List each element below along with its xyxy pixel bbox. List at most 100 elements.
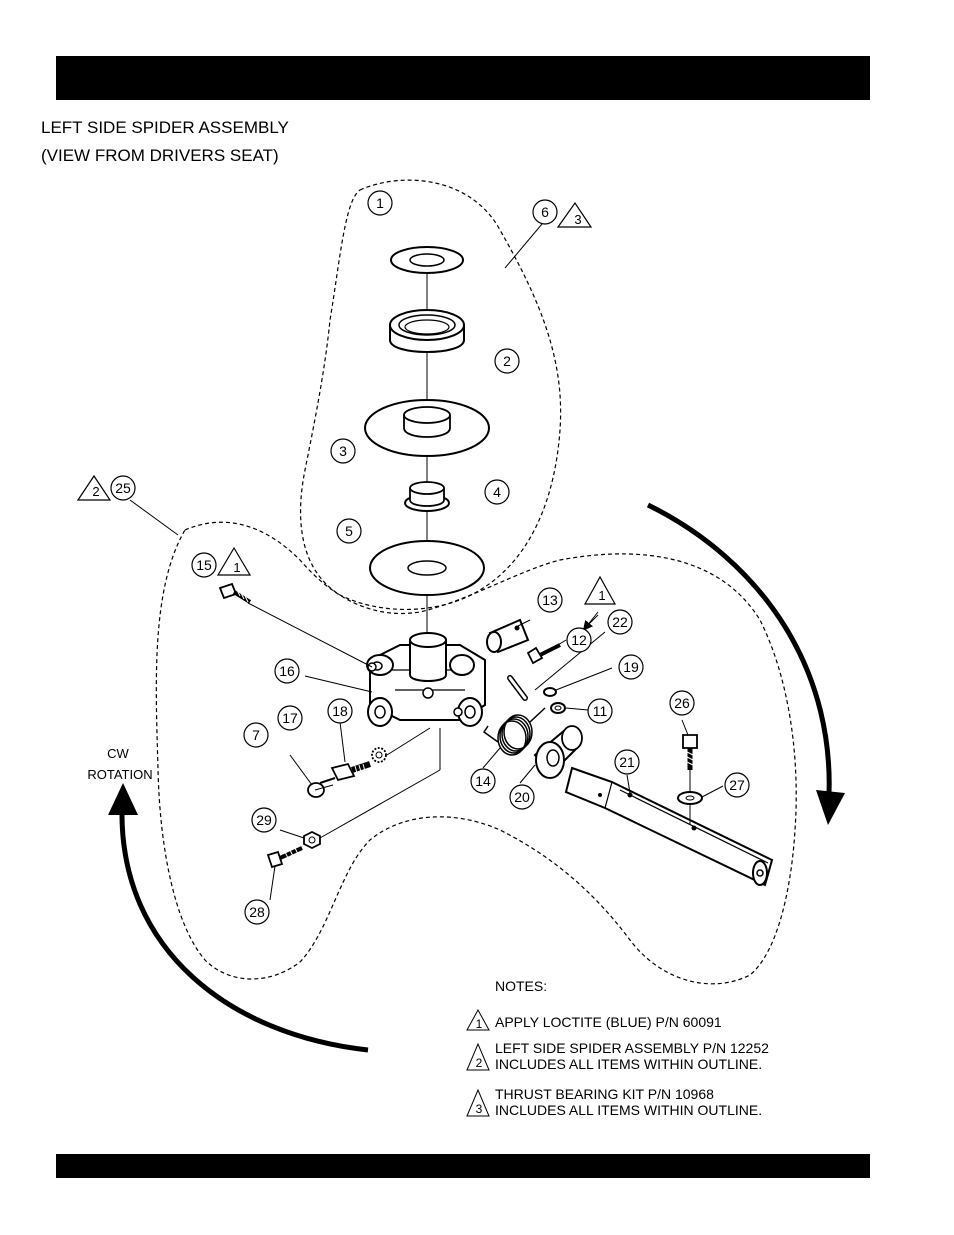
leader-lines	[247, 602, 724, 901]
svg-text:29: 29	[256, 812, 272, 828]
callout-12: 12	[566, 627, 592, 653]
callout-17: 17	[277, 705, 303, 731]
svg-text:22: 22	[612, 614, 628, 630]
callout-6: 6	[532, 199, 558, 225]
note-2-triangle: 2	[466, 1042, 490, 1071]
callout-21: 21	[614, 749, 640, 775]
svg-text:16: 16	[279, 663, 295, 679]
svg-text:27: 27	[729, 777, 745, 793]
part-29-nut	[303, 830, 321, 850]
callout-4: 4	[484, 479, 510, 505]
part-3-flanged-plate	[364, 399, 490, 457]
callout-25: 25	[110, 475, 136, 501]
callout-20: 20	[509, 784, 535, 810]
svg-text:17: 17	[282, 710, 298, 726]
note-3-text: THRUST BEARING KIT P/N 10968 INCLUDES AL…	[495, 1086, 762, 1118]
part-21-shaft	[564, 766, 774, 887]
spider-hub	[366, 632, 486, 727]
callout-19: 19	[618, 654, 644, 680]
callout-2: 2	[494, 348, 520, 374]
part-28-screw	[266, 846, 303, 869]
note-2-line-1: LEFT SIDE SPIDER ASSEMBLY P/N 12252	[495, 1040, 769, 1056]
note-ref-1-on-15: 1	[233, 560, 240, 575]
rotation-arrowhead-left	[108, 783, 138, 815]
callout-29: 29	[251, 807, 277, 833]
part-26-bolt	[682, 734, 698, 770]
note-triangle-12: 1	[583, 575, 617, 605]
note-triangle-15: 1	[216, 546, 252, 576]
part-20-collar	[533, 725, 583, 779]
leader-6	[504, 223, 543, 269]
note-triangle-25: 2	[76, 474, 112, 501]
svg-text:26: 26	[674, 695, 690, 711]
svg-text:11: 11	[593, 703, 608, 719]
heading-subtitle: (VIEW FROM DRIVERS SEAT)	[41, 146, 279, 165]
svg-text:18: 18	[332, 703, 348, 719]
part-4-bushing	[404, 481, 450, 512]
heading-title: LEFT SIDE SPIDER ASSEMBLY	[41, 118, 289, 137]
rotation-label-text: ROTATION	[87, 767, 152, 782]
callout-1: 1	[367, 190, 393, 216]
note-ref-3-on-6: 3	[574, 212, 581, 227]
svg-text:4: 4	[493, 484, 501, 500]
callout-13: 13	[537, 587, 563, 613]
part-2-bearing-race	[389, 309, 465, 353]
rotation-arrow-left	[119, 809, 369, 1053]
note-3-line-1: THRUST BEARING KIT P/N 10968	[495, 1086, 714, 1102]
notes-title: NOTES:	[495, 978, 548, 994]
note-2-text: LEFT SIDE SPIDER ASSEMBLY P/N 12252 INCL…	[495, 1040, 769, 1072]
part-13-sleeve	[486, 618, 530, 654]
svg-text:14: 14	[475, 773, 491, 789]
rotation-arrowhead-right	[816, 790, 845, 825]
svg-text:6: 6	[541, 204, 549, 220]
svg-text:1: 1	[476, 1017, 483, 1031]
part-15-bolt	[218, 582, 252, 604]
callout-14: 14	[470, 768, 496, 794]
callout-28: 28	[244, 899, 270, 925]
svg-text:21: 21	[619, 754, 635, 770]
svg-text:2: 2	[503, 353, 511, 369]
part-14-spring	[482, 707, 546, 756]
footer-bar	[56, 1154, 870, 1178]
rotation-arrow-right	[646, 502, 832, 813]
callout-18: 18	[327, 698, 353, 724]
svg-text:12: 12	[571, 632, 587, 648]
svg-text:15: 15	[196, 557, 212, 573]
note-1-triangle: 1	[466, 1008, 490, 1031]
callout-11: 11	[587, 698, 613, 724]
part-5-thrust-washer	[369, 540, 485, 596]
note-ref-1-on-12: 1	[598, 588, 605, 603]
svg-text:7: 7	[252, 727, 260, 743]
svg-text:1: 1	[376, 195, 384, 211]
part-1-washer	[390, 246, 464, 274]
part-19-nut	[543, 687, 557, 697]
note-1-text: APPLY LOCTITE (BLUE) P/N 60091	[495, 1014, 722, 1030]
note-3-line-2: INCLUDES ALL ITEMS WITHIN OUTLINE.	[495, 1102, 763, 1118]
rotation-label-cw: CW	[107, 746, 129, 761]
svg-text:25: 25	[115, 480, 131, 496]
svg-text:5: 5	[345, 523, 353, 539]
part-11-washer	[550, 702, 566, 714]
note-triangle-6: 3	[556, 201, 593, 228]
callout-7: 7	[243, 722, 269, 748]
svg-text:13: 13	[542, 592, 558, 608]
leader-25	[129, 499, 179, 536]
part-7-cap	[307, 777, 336, 798]
svg-text:3: 3	[339, 443, 347, 459]
svg-text:2: 2	[476, 1056, 483, 1070]
svg-text:3: 3	[476, 1102, 483, 1116]
note-3-triangle: 3	[466, 1088, 490, 1117]
callout-27: 27	[724, 772, 750, 798]
svg-text:28: 28	[249, 904, 265, 920]
thrust-bearing-kit-outline	[300, 179, 562, 611]
note-ref-2-on-25: 2	[92, 484, 99, 499]
note-2-line-2: INCLUDES ALL ITEMS WITHIN OUTLINE.	[495, 1056, 763, 1072]
part-17-adjusting-screw	[330, 761, 371, 782]
callout-5: 5	[336, 518, 362, 544]
svg-text:20: 20	[514, 789, 530, 805]
part-27-washer	[677, 791, 703, 805]
svg-text:19: 19	[623, 659, 639, 675]
diagram-heading: LEFT SIDE SPIDER ASSEMBLY (VIEW FROM DRI…	[41, 114, 289, 170]
note1-arrow	[582, 611, 599, 631]
